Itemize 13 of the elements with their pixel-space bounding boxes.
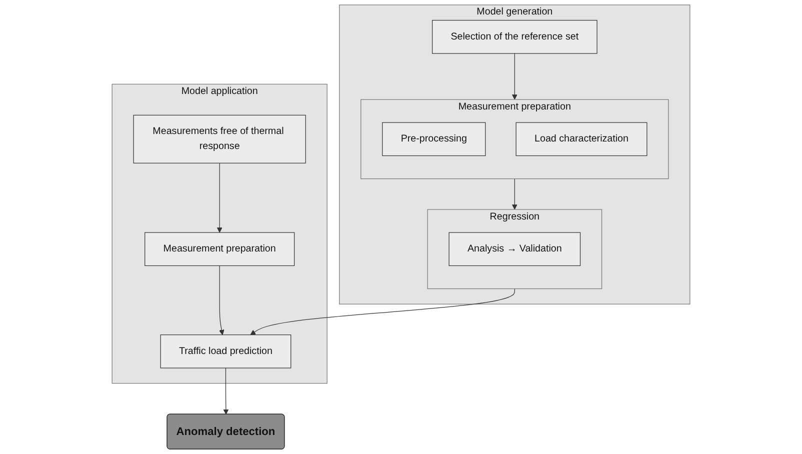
arrow: [512, 53, 518, 100]
node-box: Analysis → Validation: [448, 232, 581, 266]
node-box: Measurement preparation: [144, 232, 295, 266]
node-box: Selection of the reference set: [432, 20, 598, 54]
node-box: Load characterization: [516, 122, 648, 156]
arrow: [250, 288, 515, 336]
node-box: Traffic load prediction: [160, 334, 292, 368]
arrow: [512, 178, 518, 210]
node-box: Measurements free of thermal response: [133, 114, 306, 164]
arrow: [216, 162, 222, 233]
arrow: [223, 368, 229, 415]
arrow: [218, 265, 224, 336]
node-box: Pre-processing: [382, 122, 486, 156]
